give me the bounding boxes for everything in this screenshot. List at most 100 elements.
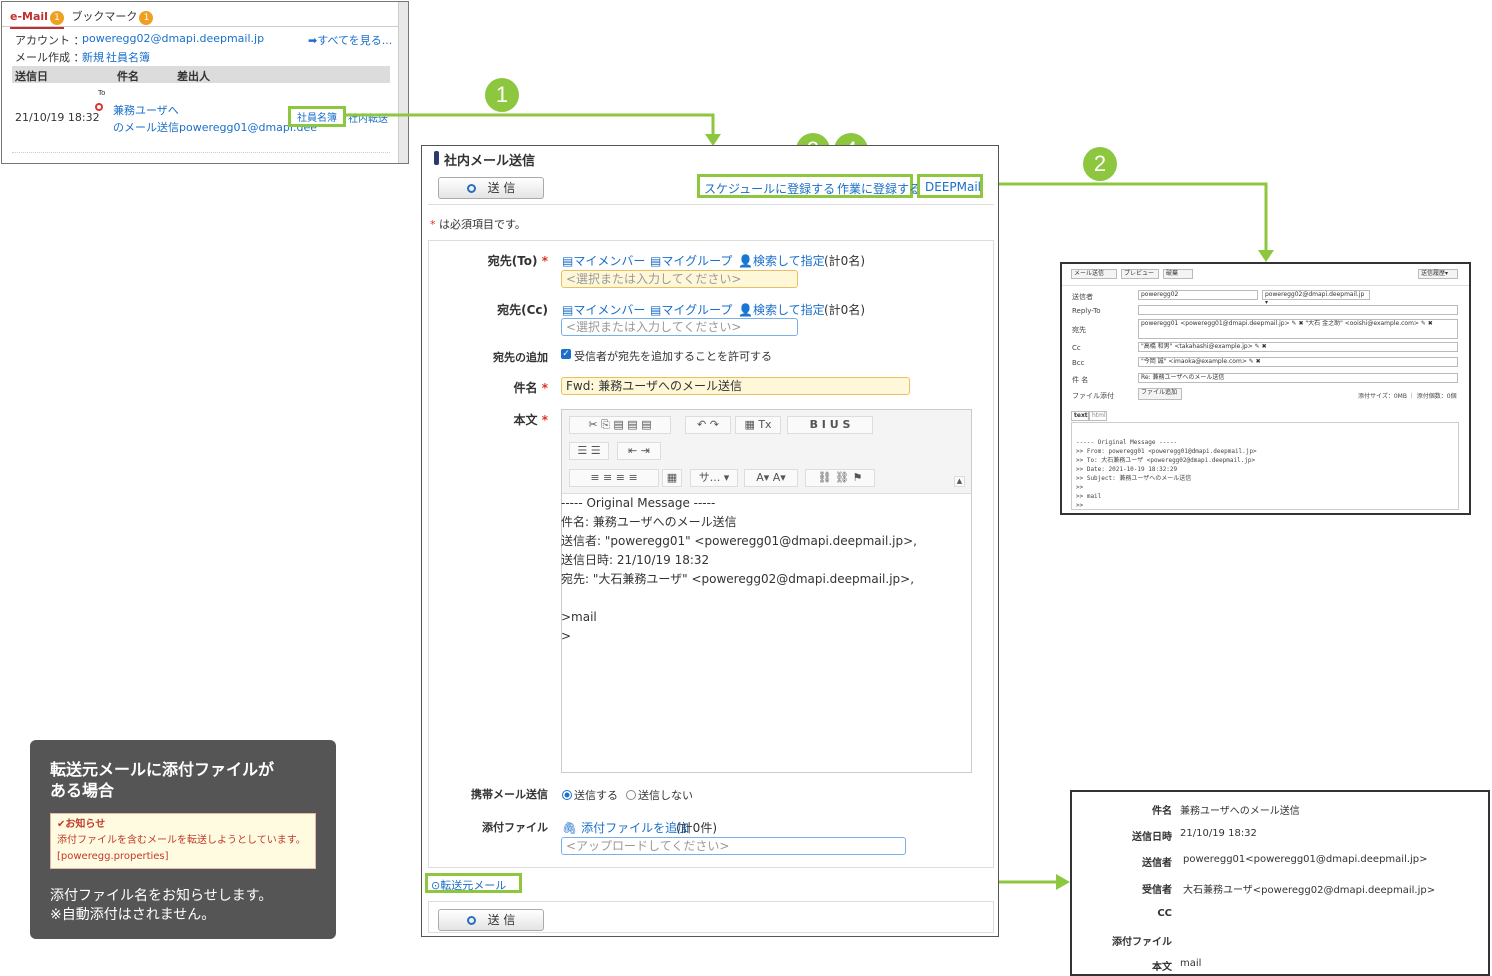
subject-label: 件名 * xyxy=(513,381,548,395)
dm-replyto-input[interactable] xyxy=(1138,305,1458,315)
see-all-link[interactable]: ➡すべてを見る... xyxy=(308,34,393,47)
to-my-groups-link[interactable]: ▤マイグループ xyxy=(650,254,733,268)
deepmail-history-button[interactable]: 送信履歴▾ xyxy=(1418,269,1458,279)
send-button-top[interactable]: 送 信 xyxy=(438,177,544,199)
mail-subject-line1[interactable]: 兼務ユーザへ xyxy=(113,104,179,117)
internal-forward-link[interactable]: 社内転送 xyxy=(348,114,388,125)
align-tools[interactable]: ≡ ≡ ≡ ≡ xyxy=(569,469,659,487)
to-marker: To xyxy=(98,89,106,97)
required-note: * は必須項目です。 xyxy=(430,218,526,231)
mobile-label: 携帯メール送信 xyxy=(471,788,548,801)
format-tools[interactable]: ▦ Tx xyxy=(735,416,781,434)
color-tools[interactable]: A▾ A▾ xyxy=(744,469,798,487)
dm-attach-button[interactable]: ファイル追加 xyxy=(1138,388,1182,400)
fwd-val-body: mail xyxy=(1180,958,1202,969)
register-schedule-link[interactable]: スケジュールに登録する xyxy=(704,182,836,196)
dm-to-label: 宛先 xyxy=(1072,326,1086,334)
notice-footer: 添付ファイル名をお知らせします。 ※自動添付はされません。 xyxy=(50,888,273,923)
subject-input[interactable]: Fwd: 兼務ユーザへのメール送信 xyxy=(561,377,910,395)
cc-count: (計0名) xyxy=(824,303,865,317)
dm-subject-label: 件 名 xyxy=(1072,376,1089,384)
form-area xyxy=(428,240,994,868)
rich-editor[interactable] xyxy=(561,409,972,773)
link-tools[interactable]: ⛓ ⛓ ⚑ xyxy=(805,469,875,487)
mail-subject-line2[interactable]: のメール送信poweregg01@dmapi.dee xyxy=(113,121,317,134)
cc-search-link[interactable]: 👤検索して指定 xyxy=(738,303,825,317)
unread-badge: 1 xyxy=(139,11,154,25)
dm-from-addr[interactable]: poweregg02@dmapi.deepmail.jp ▾ xyxy=(1262,290,1370,306)
table-icon[interactable]: ▦ xyxy=(662,469,682,487)
add-recipient-label: 宛先の追加 xyxy=(493,351,548,364)
dm-from-label: 送信者 xyxy=(1072,293,1093,301)
add-attachment-link[interactable]: 🖇 添付ファイルを追加 xyxy=(562,821,690,835)
collapse-toolbar-icon[interactable]: ▲ xyxy=(954,476,965,487)
register-task-link[interactable]: 作業に登録する xyxy=(837,182,922,196)
dm-subject-input[interactable]: Re: 兼務ユーザへのメール送信 xyxy=(1138,373,1458,383)
upload-input[interactable]: <アップロードしてください> xyxy=(561,837,906,855)
mobile-nosend-label: 送信しない xyxy=(638,789,693,802)
font-select[interactable]: サ... ▾ xyxy=(690,469,738,487)
notice-alert-title: ✔お知らせ xyxy=(57,819,106,830)
dm-from-name[interactable]: poweregg02 xyxy=(1138,290,1258,300)
dm-to-input[interactable]: poweregg01 <poweregg01@dmapi.deepmail.jp… xyxy=(1138,319,1458,339)
clipboard-tools[interactable]: ✂ ⎘ ▤ ▤ ▤ xyxy=(569,416,671,434)
to-search-link[interactable]: 👤検索して指定 xyxy=(738,254,825,268)
fwd-key-sender: 送信者 xyxy=(1142,858,1172,869)
portlet-scrollbar[interactable] xyxy=(398,2,408,163)
dm-tab-text[interactable]: text xyxy=(1071,411,1089,421)
mail-table-header: 送信日 件名 差出人 xyxy=(12,66,390,83)
fwd-key-cc: CC xyxy=(1157,908,1172,919)
indent-tools[interactable]: ⇤ ⇥ xyxy=(617,442,661,460)
forward-source-link[interactable]: ⊙転送元メール xyxy=(431,879,507,892)
to-count: (計0名) xyxy=(824,254,865,268)
account-value[interactable]: poweregg02@dmapi.deepmail.jp xyxy=(82,32,265,45)
mobile-nosend-radio[interactable] xyxy=(626,790,636,800)
send-button-bottom[interactable]: 送 信 xyxy=(438,909,544,931)
fwd-key-recipient: 受信者 xyxy=(1142,885,1172,896)
undo-redo-tools[interactable]: ↶ ↷ xyxy=(685,416,731,434)
deepmail-discard-button[interactable]: 破棄 xyxy=(1163,269,1193,279)
dm-body-area[interactable] xyxy=(1071,422,1459,510)
add-recipient-checkbox[interactable]: ✓ xyxy=(561,349,571,359)
to-my-members-link[interactable]: ▤マイメンバー xyxy=(562,254,646,268)
dm-bcc-input[interactable]: "今岡 誠" <imaoka@example.com> ✎ ✖ xyxy=(1138,357,1458,367)
fwd-key-date: 送信日時 xyxy=(1132,832,1172,843)
fwd-key-body: 本文 xyxy=(1152,962,1172,973)
dm-attach-label: ファイル添付 xyxy=(1072,392,1114,400)
unread-badge: 1 xyxy=(49,11,64,25)
deepmail-link[interactable]: DEEPMail xyxy=(925,180,982,194)
fwd-val-date: 21/10/19 18:32 xyxy=(1180,828,1257,839)
dm-replyto-label: Reply-To xyxy=(1072,307,1101,315)
cc-my-members-link[interactable]: ▤マイメンバー xyxy=(562,303,646,317)
to-label: 宛先(To) * xyxy=(487,254,548,268)
notice-alert-line1: 添付ファイルを含むメールを転送しようとしています。 xyxy=(57,835,306,846)
add-recipient-text: 受信者が宛先を追加することを許可する xyxy=(574,350,772,363)
body-label: 本文 * xyxy=(513,413,548,427)
dm-tab-html[interactable]: html xyxy=(1089,411,1107,421)
cc-my-groups-link[interactable]: ▤マイグループ xyxy=(650,303,733,317)
compose-directory-link[interactable]: 社員名簿 xyxy=(106,51,150,64)
page-title: 社内メール送信 xyxy=(444,154,536,169)
mail-date: 21/10/19 18:32 xyxy=(15,111,100,124)
col-date: 送信日 xyxy=(15,70,48,83)
col-subject: 件名 xyxy=(117,70,139,83)
register-links-box: スケジュールに登録する 作業に登録する xyxy=(697,174,921,198)
dm-cc-input[interactable]: "高橋 和男" <takahashi@example.jp> ✎ ✖ xyxy=(1138,342,1458,352)
forward-source-panel: 件名 兼務ユーザへのメール送信 送信日時 21/10/19 18:32 送信者 … xyxy=(1070,790,1490,976)
to-input[interactable]: <選択または入力してください> xyxy=(561,270,798,288)
fwd-key-attachment: 添付ファイル xyxy=(1112,937,1172,948)
compose-new-link[interactable]: 新規 xyxy=(82,51,104,64)
marker-2: 2 xyxy=(1083,147,1117,181)
deepmail-send-button[interactable]: メール送信 xyxy=(1071,269,1117,279)
notice-alert-line2: [poweregg.properties] xyxy=(57,851,169,862)
deepmail-preview-button[interactable]: プレビュー xyxy=(1121,269,1159,279)
attachment-notice-panel: 転送元メールに添付ファイルが ある場合 ✔お知らせ 添付ファイルを含むメールを転… xyxy=(30,740,336,939)
editor-body-text[interactable]: ----- Original Message ----- 件名: 兼務ユーザへの… xyxy=(561,496,917,643)
text-style-tools[interactable]: B I U S xyxy=(787,416,873,434)
list-tools[interactable]: ☰ ☰ xyxy=(569,442,609,460)
mobile-send-radio[interactable] xyxy=(562,790,572,800)
cc-input[interactable]: <選択または入力してください> xyxy=(561,318,798,336)
